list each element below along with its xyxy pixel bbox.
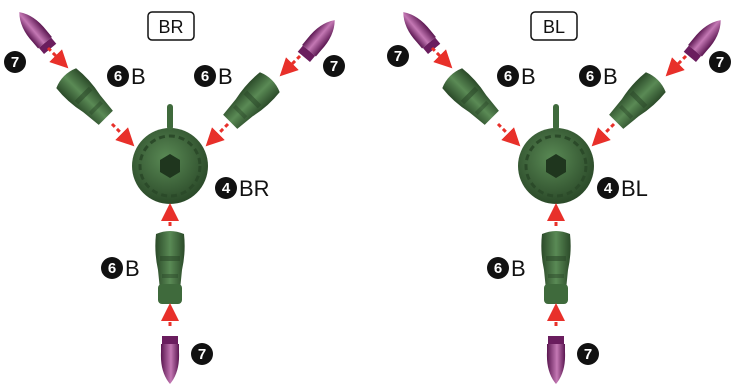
arm-number-right: 6 [201, 68, 209, 85]
title-box [530, 11, 578, 41]
arm-part-bottom [155, 231, 185, 290]
number-badge [215, 177, 237, 199]
number-badge [191, 343, 213, 365]
hub-part [516, 102, 596, 206]
arrow [430, 46, 453, 69]
arrow [496, 122, 521, 147]
arm-letter-bottom: B [511, 256, 526, 281]
number-badge [323, 55, 345, 77]
tip-number-bottom: 7 [198, 346, 206, 363]
tip-part-top-left [12, 6, 58, 55]
panel-bl: BL 7 6 B 7 6 B 4 BL 6 B 7 [387, 6, 731, 384]
hub-label: BL [621, 176, 648, 201]
arm-number-right: 6 [586, 68, 594, 85]
number-badge [577, 343, 599, 365]
arrow [110, 122, 135, 147]
arm-number-left: 6 [114, 68, 122, 85]
arm-joint [158, 284, 182, 304]
hub-part [130, 102, 210, 206]
tip-number-top-left: 7 [11, 54, 19, 71]
number-badge [597, 177, 619, 199]
tip-number-bottom: 7 [584, 346, 592, 363]
hub-label: BR [239, 176, 270, 201]
number-badge [579, 65, 601, 87]
number-badge [4, 51, 26, 73]
tip-part-bottom [160, 336, 180, 384]
arrow [665, 54, 688, 77]
number-badge [194, 65, 216, 87]
arm-number-bottom: 6 [108, 260, 116, 277]
arm-part-bottom [541, 231, 571, 290]
arm-letter-bottom: B [125, 256, 140, 281]
panel-br: BR 7 6 B 7 6 B 4 BR 6 B [4, 6, 345, 384]
arrow [591, 122, 616, 147]
arm-letter-left: B [131, 64, 146, 89]
arrow [46, 46, 69, 69]
arrow [279, 54, 302, 77]
arm-number-left: 6 [504, 68, 512, 85]
number-badge [101, 257, 123, 279]
number-badge [497, 65, 519, 87]
panel-title: BL [543, 17, 565, 37]
arm-letter-right: B [603, 64, 618, 89]
tip-number-top-right: 7 [716, 54, 724, 71]
number-badge [709, 51, 731, 73]
arm-part-top-left [53, 65, 117, 129]
hub-number: 4 [222, 180, 231, 197]
arm-joint [544, 284, 568, 304]
arm-number-bottom: 6 [494, 260, 502, 277]
arrow [205, 122, 230, 147]
arm-part-top-left [439, 65, 503, 129]
arm-letter-right: B [218, 64, 233, 89]
hub-number: 4 [604, 180, 613, 197]
panel-title: BR [158, 17, 183, 37]
tip-number-top-left: 7 [394, 48, 402, 65]
arm-letter-left: B [521, 64, 536, 89]
title-box [147, 11, 195, 41]
tip-number-top-right: 7 [330, 58, 338, 75]
tip-part-bottom [546, 336, 566, 384]
number-badge [107, 65, 129, 87]
number-badge [387, 45, 409, 67]
number-badge [487, 257, 509, 279]
